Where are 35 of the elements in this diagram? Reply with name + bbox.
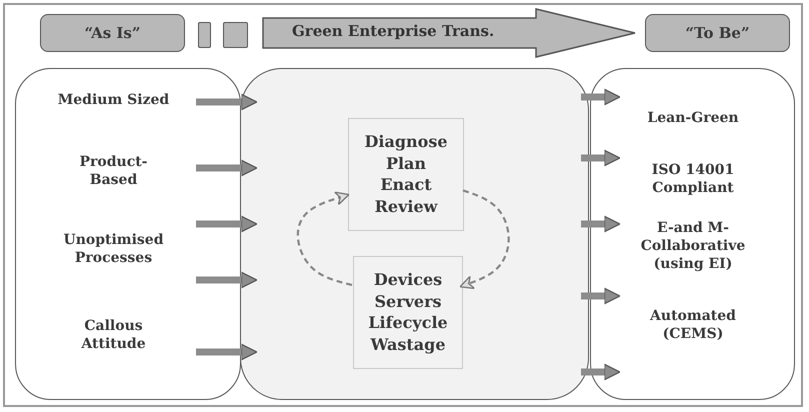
block-arrow (196, 344, 258, 360)
block-arrow (196, 94, 258, 110)
item-text: Product-Based (78, 153, 148, 190)
to-be-panel (590, 68, 795, 400)
cycle-arrow (296, 191, 352, 286)
cycle-box (353, 256, 463, 369)
item-text: ISO 14001 Compliant (650, 161, 736, 198)
block-arrow (581, 364, 620, 380)
state-box (645, 14, 790, 52)
block-arrow (196, 160, 258, 176)
box-text: “As Is” (84, 24, 142, 44)
block-arrow (196, 272, 258, 288)
block-arrow (581, 88, 620, 106)
cycle-text: Devices Servers Lifecycle Wastage (367, 269, 449, 356)
small-box (223, 22, 248, 48)
small-box (198, 22, 211, 48)
cycle-text: Diagnose Plan Enact Review (364, 131, 448, 218)
item-text: Medium Sized (56, 91, 170, 110)
item-text: E-and M-Collaborative (using EI) (640, 219, 746, 274)
item-text: Automated (CEMS) (648, 307, 737, 344)
block-arrow (196, 216, 258, 232)
box-text: “To Be” (684, 24, 751, 44)
block-arrow (581, 216, 620, 232)
item-text: Callous Attitude (80, 317, 147, 354)
arrow-label: Green Enterprise Trans. (292, 22, 494, 40)
cycle-arrow (459, 189, 510, 290)
item-text: Unoptimised Processes (62, 231, 164, 268)
block-arrow (581, 150, 620, 166)
state-box (40, 14, 185, 52)
as-is-panel (15, 68, 241, 400)
block-arrow (581, 288, 620, 304)
process-panel (240, 68, 589, 400)
transition-arrow (262, 8, 636, 58)
item-text: Lean-Green (646, 109, 740, 128)
cycle-box (348, 118, 464, 231)
